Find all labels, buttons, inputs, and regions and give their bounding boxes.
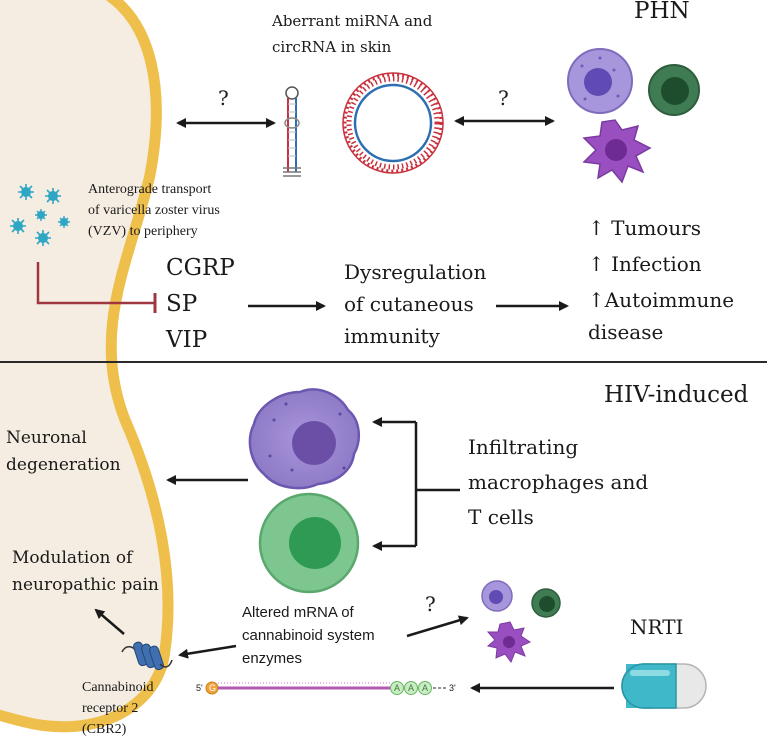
bracket-infiltrating <box>414 422 460 546</box>
immune-cells-small-icon <box>481 580 561 664</box>
nrti-label: NRTI <box>630 615 684 639</box>
virus-icon <box>10 184 70 246</box>
mrna-tail-a3: A <box>422 683 429 693</box>
infiltrating-cells-label: Infiltrating macrophages and T cells <box>468 435 649 529</box>
mrna-icon <box>205 681 446 695</box>
t-cell-icon <box>258 492 360 594</box>
macrophage-icon <box>248 388 361 490</box>
mirna-hairpin-icon <box>283 86 301 177</box>
outcome-tumours: ↑ Tumours <box>588 216 702 240</box>
neuron-body <box>0 0 174 733</box>
question-mark-bottom: ? <box>425 592 436 616</box>
question-mark-right: ? <box>498 86 509 110</box>
mrna-5-prime: 5' <box>196 683 203 693</box>
arrow-to-modulation <box>94 608 125 635</box>
outcome-autoimmune: ↑Autoimmune disease <box>588 288 735 344</box>
neuropeptide-cgrp: CGRP <box>166 255 235 281</box>
mrna-tail-a2: A <box>408 683 415 693</box>
neuronal-degeneration-label: Neuronal degeneration <box>6 428 121 475</box>
altered-mrna-label: Altered mRNA of cannabinoid system enzym… <box>242 604 375 667</box>
vzv-transport-label: Anterograde transport of varicella zoste… <box>88 182 220 239</box>
arrow-to-cbr2 <box>178 644 237 659</box>
nrti-capsule-icon <box>621 663 707 709</box>
neuropeptide-vip: VIP <box>166 327 208 353</box>
outcome-infection: ↑ Infection <box>588 252 702 276</box>
mrna-tail-a1: A <box>394 683 401 693</box>
inhibition-line <box>36 262 154 305</box>
question-mark-left: ? <box>218 86 229 110</box>
cbr2-label: Cannabinoid receptor 2 (CBR2) <box>82 680 154 737</box>
arrow-to-immune-cells <box>406 615 469 638</box>
mrna-cap-g: G <box>209 683 217 693</box>
hiv-induced-title: HIV-induced <box>604 382 749 408</box>
mirna-circrna-label: Aberrant miRNA and circRNA in skin <box>272 12 433 56</box>
phn-title: PHN <box>634 0 690 24</box>
dysregulation-label: Dysregulation of cutaneous immunity <box>344 260 487 348</box>
neuropeptide-sp: SP <box>166 291 198 317</box>
immune-cells-icon <box>567 48 700 184</box>
circrna-icon <box>342 72 444 174</box>
mrna-3-prime: 3' <box>449 683 456 693</box>
modulation-label: Modulation of neuropathic pain <box>12 548 159 595</box>
cbr2-receptor-icon <box>121 641 173 671</box>
